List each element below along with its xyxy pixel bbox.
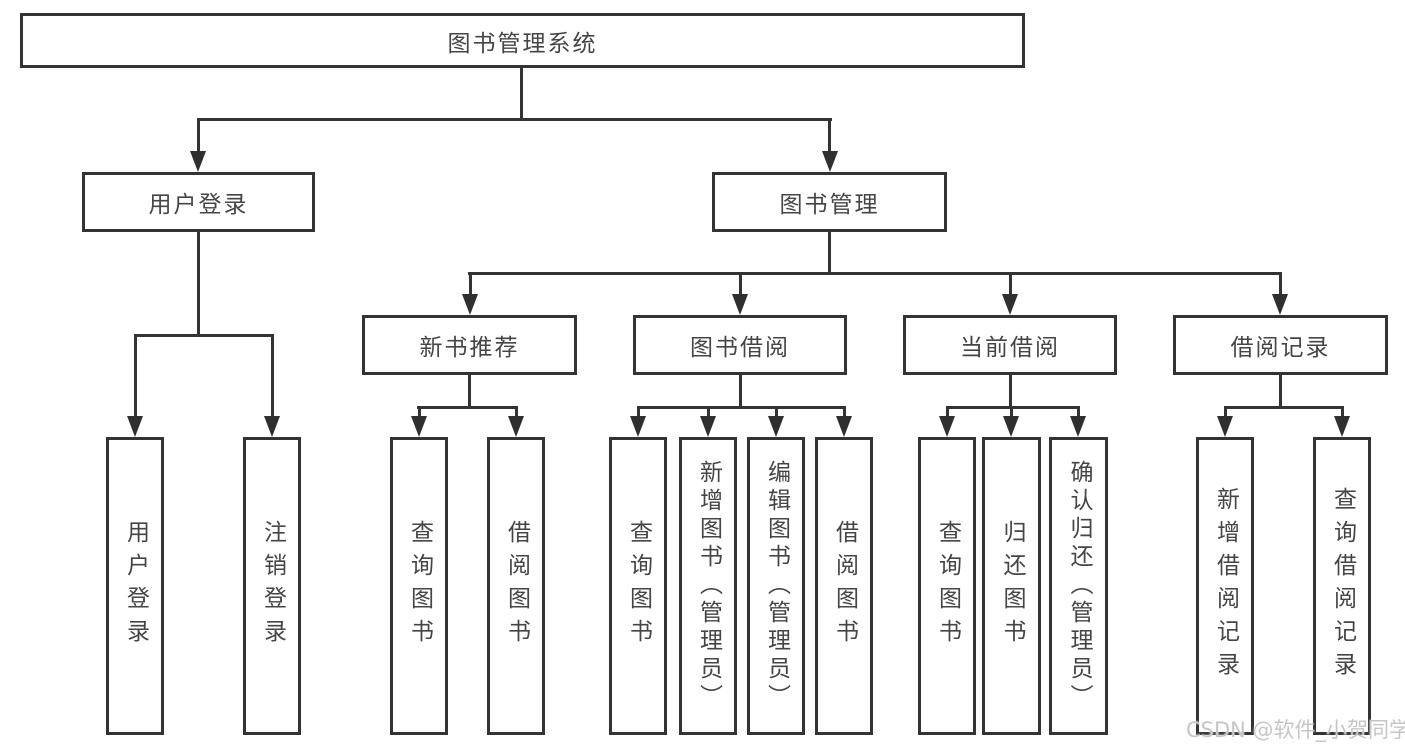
node-label: 新增借阅记录 (1212, 487, 1239, 685)
connector-line (515, 406, 518, 419)
node-label: 新增图书（管理员） (695, 460, 722, 712)
arrow-down-icon (630, 416, 646, 437)
leaf-query-borrow-record: 查询借阅记录 (1313, 437, 1371, 735)
connector-line (828, 118, 831, 155)
arrow-down-icon (700, 416, 716, 437)
node-label: 归还图书 (999, 520, 1025, 652)
arrow-down-icon (1334, 416, 1350, 437)
node-book-borrowing: 图书借阅 (633, 315, 847, 375)
node-label: 用户登录 (148, 192, 249, 218)
arrow-down-icon (264, 416, 280, 437)
arrow-down-icon (411, 416, 427, 437)
node-label: 确认归还（管理员） (1066, 460, 1092, 712)
connector-line (946, 406, 949, 419)
leaf-logout: 注销登录 (243, 437, 301, 735)
leaf-user-login: 用户登录 (106, 437, 164, 735)
connector-line (1224, 406, 1227, 419)
connector-line (520, 68, 523, 121)
connector-line (775, 406, 778, 419)
connector-line (843, 406, 846, 419)
leaf-query-books-2: 查询图书 (609, 437, 667, 735)
leaf-confirm-return-admin: 确认归还（管理员） (1049, 437, 1108, 735)
connector-line (271, 334, 274, 419)
node-current-borrowing: 当前借阅 (903, 315, 1117, 375)
arrow-down-icon (127, 416, 143, 437)
node-user-login: 用户登录 (82, 172, 315, 232)
node-new-book-recommendation: 新书推荐 (362, 315, 577, 375)
connector-line (418, 406, 421, 419)
node-label: 查询图书 (406, 520, 433, 652)
arrow-down-icon (1272, 294, 1288, 315)
leaf-add-books-admin: 新增图书（管理员） (679, 437, 737, 735)
arrow-down-icon (939, 416, 955, 437)
arrow-down-icon (508, 416, 524, 437)
node-label: 当前借阅 (960, 335, 1060, 361)
node-label: 注销登录 (259, 520, 286, 652)
connector-line (739, 272, 742, 297)
node-label: 查询图书 (625, 520, 652, 652)
arrow-down-icon (768, 416, 784, 437)
node-label: 查询图书 (934, 520, 961, 652)
leaf-return-books: 归还图书 (982, 437, 1041, 735)
connector-line (1341, 406, 1344, 419)
connector-line (739, 375, 742, 408)
arrow-down-icon (1217, 416, 1233, 437)
csdn-watermark: CSDN @软件_小贺同学 (1186, 718, 1405, 742)
connector-line (197, 232, 200, 336)
node-label: 图书管理 (779, 192, 880, 218)
leaf-add-borrow-record: 新增借阅记录 (1196, 437, 1254, 735)
connector-line (1224, 406, 1343, 409)
connector-line (197, 118, 832, 121)
connector-line (828, 232, 831, 274)
node-label: 借阅记录 (1230, 335, 1331, 361)
connector-line (1279, 272, 1282, 297)
node-system-root: 图书管理系统 (20, 13, 1025, 68)
leaf-borrow-books-1: 借阅图书 (487, 437, 545, 735)
arrow-down-icon (732, 294, 748, 315)
arrow-down-icon (1070, 416, 1086, 437)
leaf-query-books-3: 查询图书 (918, 437, 976, 735)
connector-line (637, 406, 845, 409)
connector-line (1009, 272, 1012, 297)
connector-line (417, 406, 518, 409)
connector-line (1077, 406, 1080, 419)
node-book-management: 图书管理 (712, 172, 947, 232)
connector-line (1009, 375, 1012, 408)
connector-line (468, 272, 1282, 275)
arrow-down-icon (1003, 416, 1019, 437)
node-label: 图书管理系统 (447, 30, 598, 57)
node-label: 新书推荐 (419, 335, 520, 361)
node-label: 查询借阅记录 (1329, 487, 1356, 685)
connector-line (1010, 406, 1013, 419)
node-label: 图书借阅 (690, 335, 790, 361)
leaf-query-books-1: 查询图书 (390, 437, 448, 735)
leaf-edit-books-admin: 编辑图书（管理员） (747, 437, 805, 735)
arrow-down-icon (822, 151, 838, 172)
leaf-borrow-books-2: 借阅图书 (815, 437, 873, 735)
connector-line (637, 406, 640, 419)
connector-line (469, 272, 472, 297)
connector-line (134, 334, 137, 419)
node-label: 借阅图书 (831, 520, 858, 652)
arrow-down-icon (462, 294, 478, 315)
connector-line (468, 375, 471, 408)
connector-line (134, 334, 274, 337)
node-label: 借阅图书 (503, 520, 530, 652)
arrow-down-icon (836, 416, 852, 437)
connector-line (1279, 375, 1282, 408)
connector-line (707, 406, 710, 419)
node-label: 用户登录 (122, 520, 149, 652)
node-borrowing-records: 借阅记录 (1173, 315, 1388, 375)
arrow-down-icon (1002, 294, 1018, 315)
node-label: 编辑图书（管理员） (763, 460, 790, 712)
arrow-down-icon (190, 151, 206, 172)
connector-line (197, 118, 200, 155)
